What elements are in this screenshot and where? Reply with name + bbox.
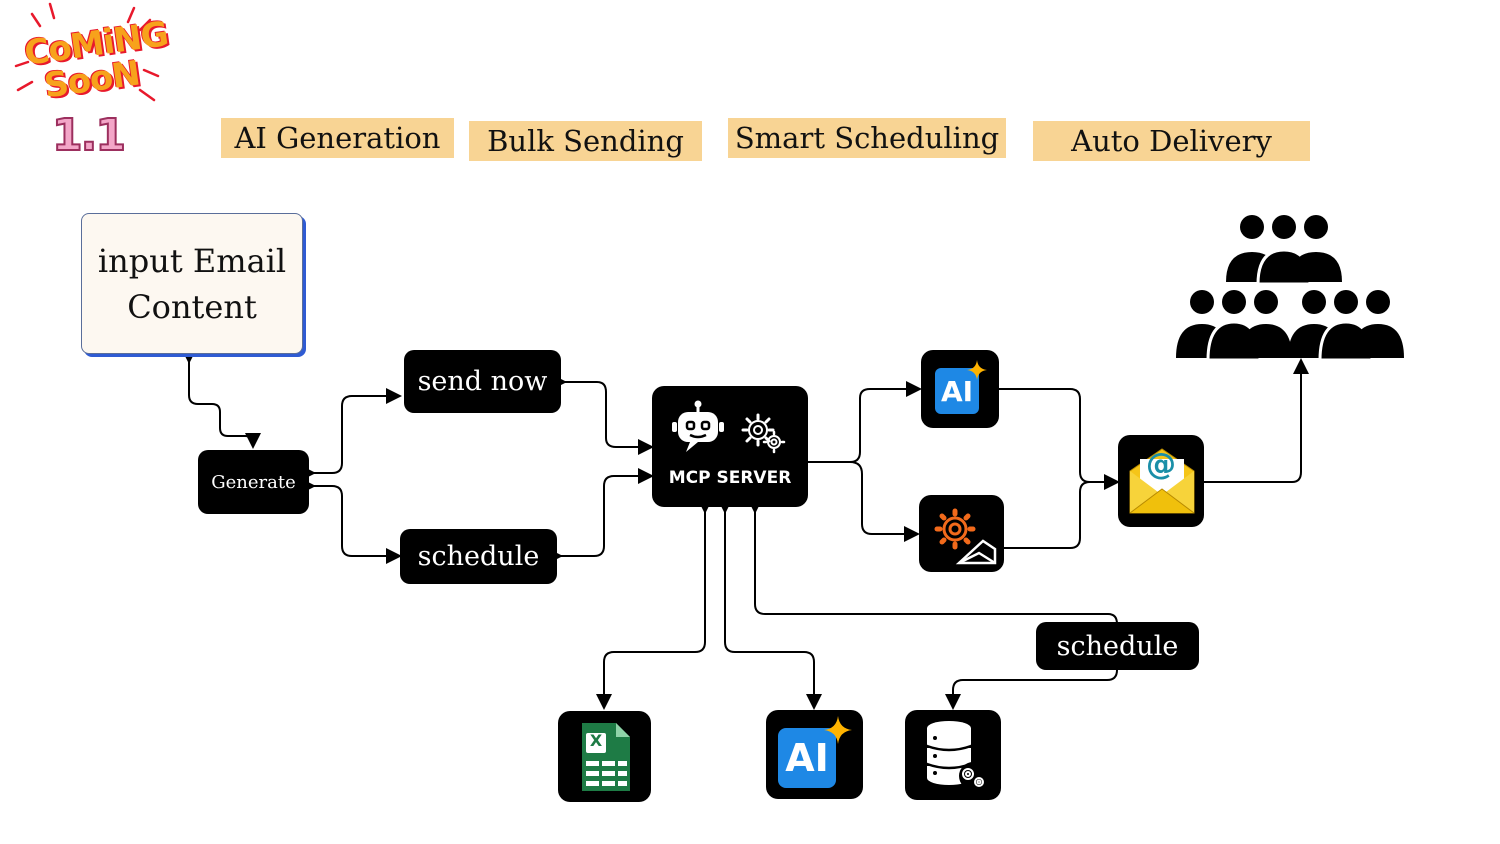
envelope-icon	[1129, 448, 1195, 514]
auto-mail-node[interactable]	[919, 495, 1004, 572]
email-delivery-node[interactable]: @	[1118, 435, 1204, 527]
burst-lines-icon	[14, 2, 160, 102]
robot-icon	[672, 400, 724, 452]
ai-bottom-icon: AI	[778, 728, 836, 788]
excel-x-label: X	[589, 731, 603, 750]
mcp-server-node[interactable]: MCP SERVER	[652, 386, 808, 507]
ai-icon: AI	[935, 368, 979, 414]
feature-tag-smart-scheduling: Smart Scheduling	[728, 118, 1006, 158]
database-node[interactable]	[905, 710, 1001, 800]
gears-icon	[741, 413, 786, 454]
input-box-line2: Content	[127, 287, 257, 326]
coming-soon-badge: CoMiNG SooN	[12, 0, 170, 110]
version-label: 1.1	[51, 109, 127, 162]
schedule-button[interactable]: schedule	[400, 529, 557, 584]
database-gear-icon	[926, 721, 987, 790]
input-email-content-box[interactable]: input Email Content	[81, 213, 303, 354]
schedule-right-button[interactable]: schedule	[1036, 622, 1199, 670]
feature-tag-ai-generation: AI Generation	[221, 118, 454, 158]
at-symbol: @	[1146, 447, 1176, 482]
generate-button[interactable]: Generate	[198, 450, 309, 514]
gear-mail-icon	[934, 508, 997, 565]
sparkle-bottom-icon	[824, 716, 852, 744]
sparkle-icon	[967, 360, 987, 380]
ai-model-node[interactable]: AI	[766, 710, 863, 799]
people-group-icon	[1176, 215, 1404, 362]
excel-sheet-node[interactable]: X	[558, 711, 651, 802]
ai-generation-node[interactable]: AI	[921, 350, 999, 428]
input-box-line1: input Email	[97, 241, 287, 280]
mcp-server-label: MCP SERVER	[668, 468, 792, 488]
send-now-button[interactable]: send now	[404, 350, 561, 413]
feature-tag-auto-delivery: Auto Delivery	[1033, 121, 1310, 161]
feature-tag-bulk-sending: Bulk Sending	[469, 121, 702, 161]
spreadsheet-icon	[582, 723, 630, 791]
